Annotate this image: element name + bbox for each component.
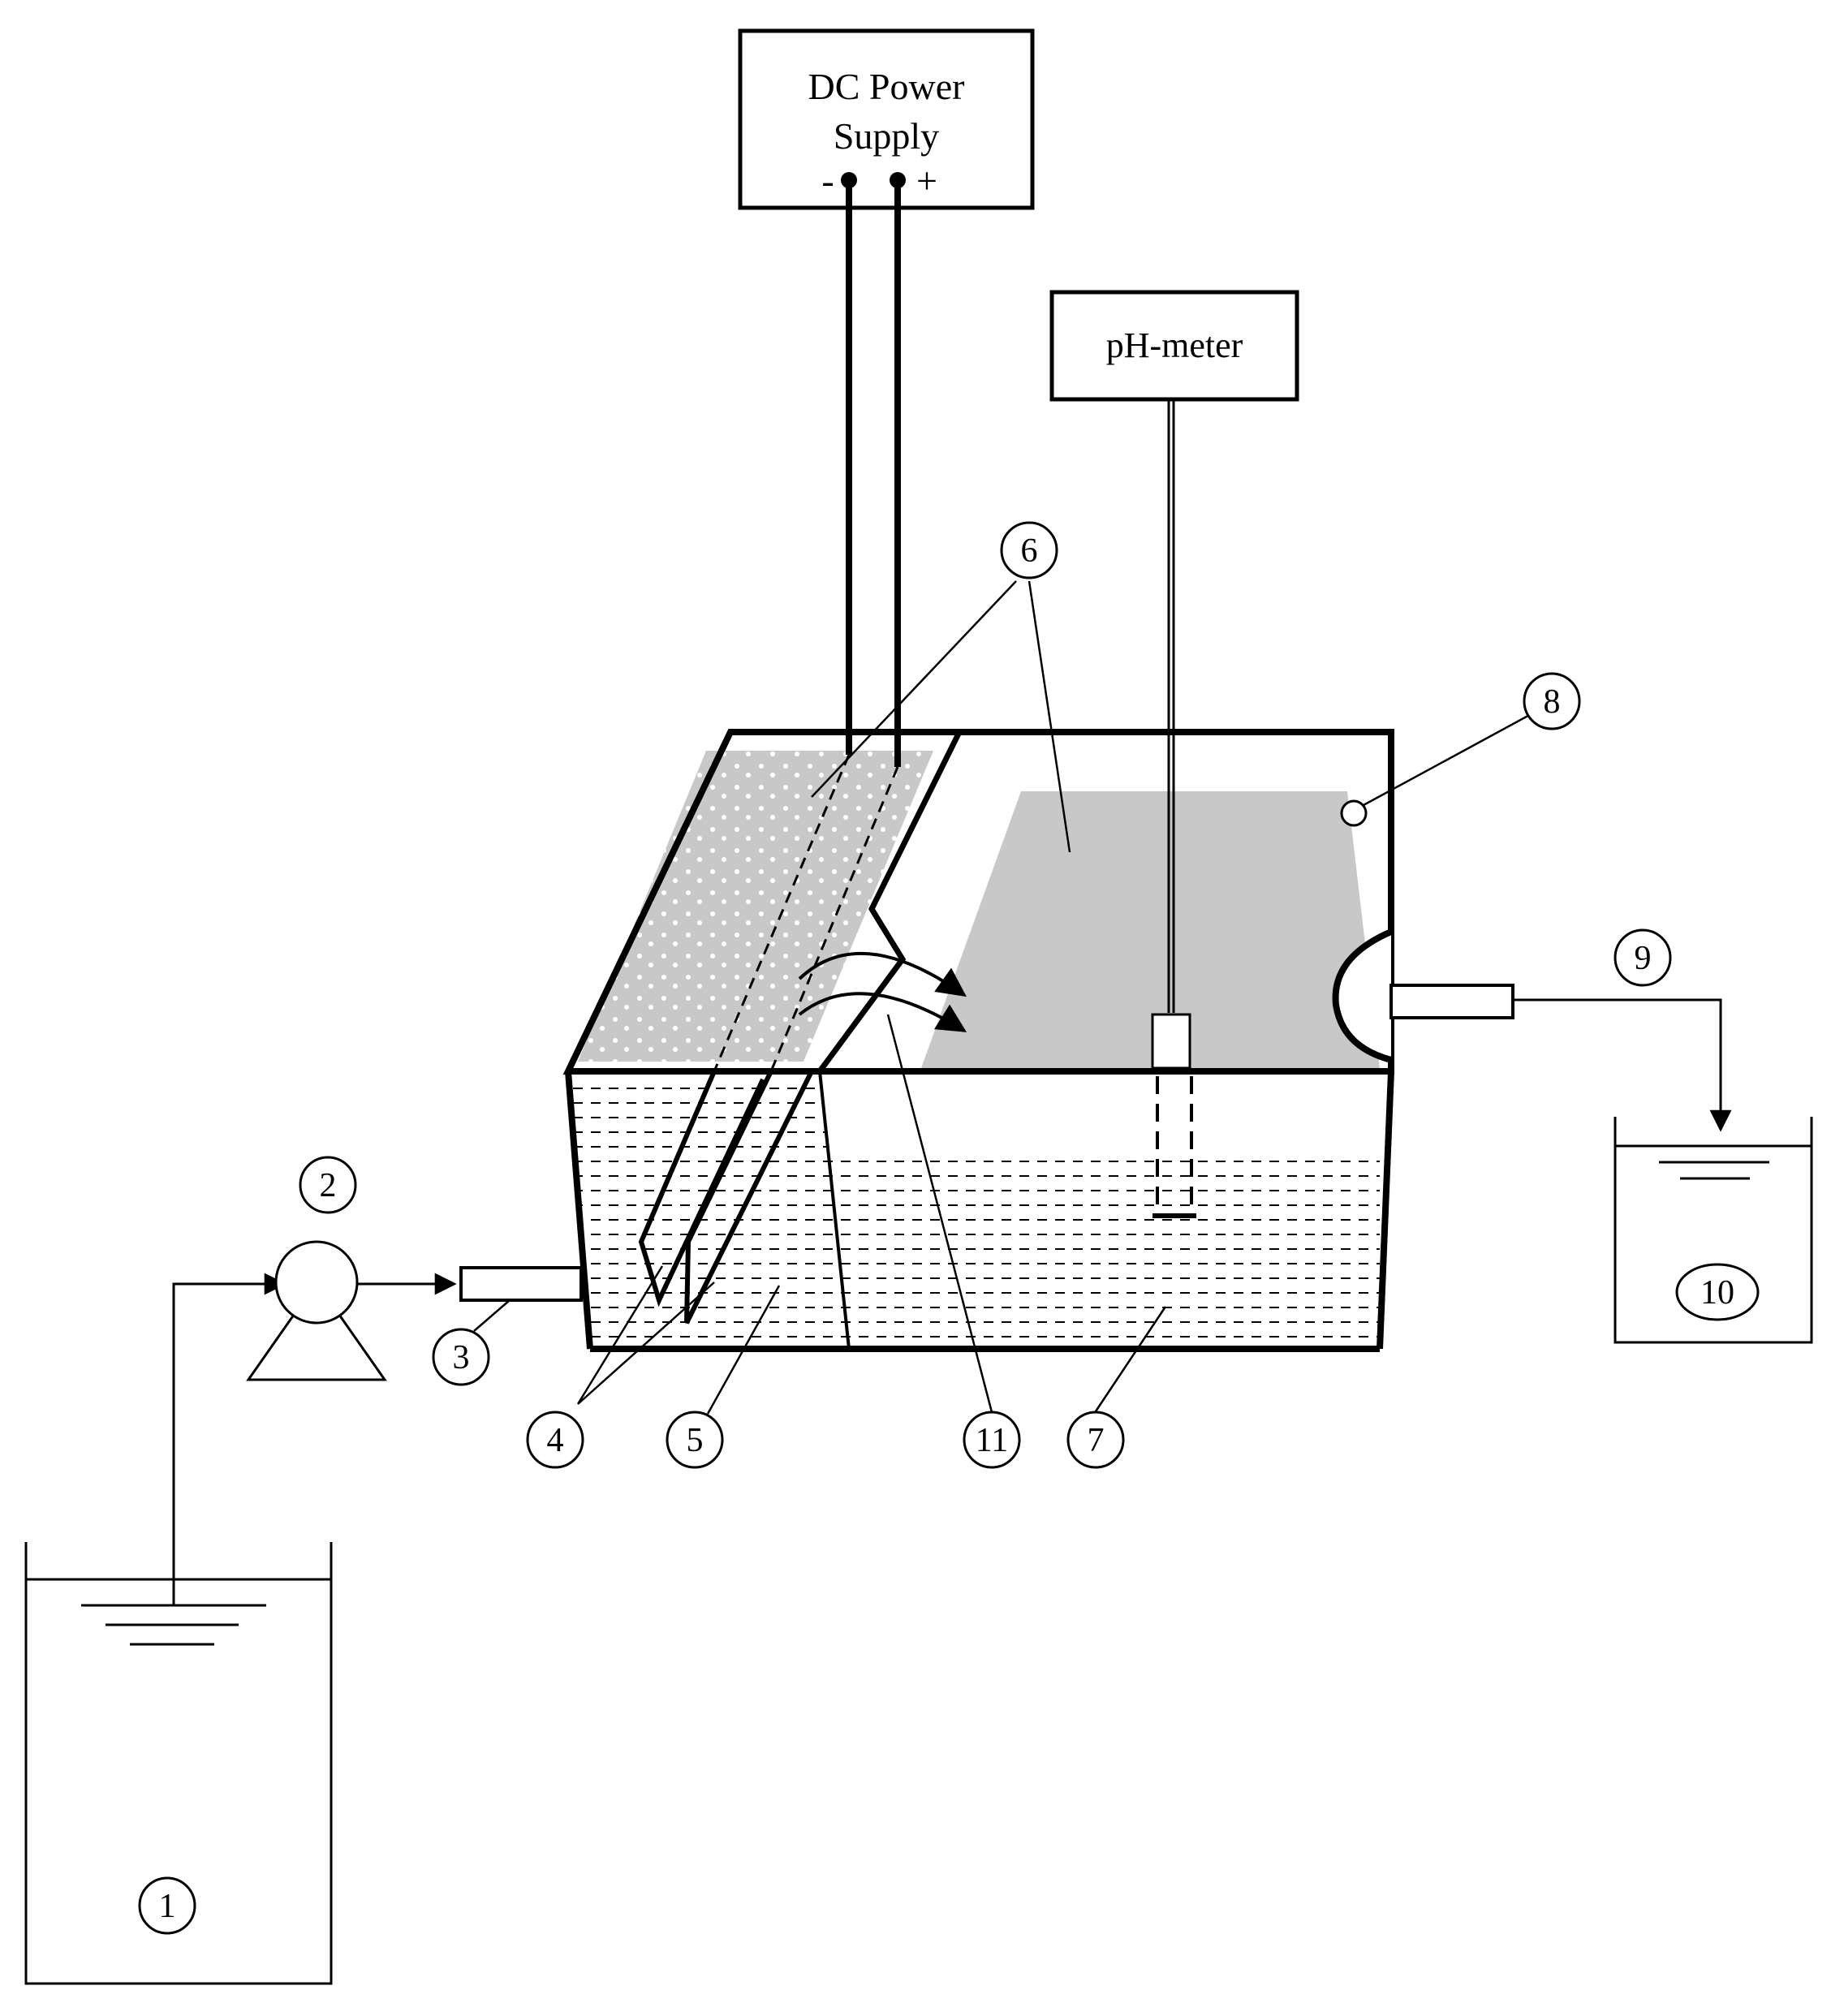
flow-arrow-upper	[798, 951, 967, 997]
callout-6: 6	[1000, 521, 1058, 579]
bubble-surface	[578, 751, 933, 1062]
svg-text:7: 7	[1088, 1422, 1105, 1459]
ph-probe	[1151, 399, 1196, 1218]
svg-text:10: 10	[1700, 1274, 1734, 1312]
callout-9: 9	[1614, 928, 1672, 987]
ph-meter-label: pH-meter	[1106, 325, 1243, 365]
negative-terminal-label: -	[821, 160, 834, 201]
svg-text:8: 8	[1544, 683, 1561, 721]
power-supply-label-line1: DC Power	[808, 66, 965, 107]
sampling-port-icon	[1340, 799, 1368, 827]
svg-text:9: 9	[1635, 940, 1652, 977]
svg-text:6: 6	[1021, 532, 1038, 570]
reactor-tank	[562, 729, 1394, 1352]
callouts: 1 2 3 4 5 6 7 8	[138, 521, 1760, 1935]
svg-text:3: 3	[453, 1339, 470, 1376]
callout-3: 3	[432, 1328, 490, 1386]
ph-meter: pH-meter	[1049, 290, 1299, 402]
effluent-line	[1513, 998, 1732, 1132]
effluent-outlet-opening	[1332, 928, 1393, 1063]
electrocoagulation-compartment-water	[572, 1071, 849, 1342]
svg-text:2: 2	[320, 1167, 337, 1204]
leader-lines	[473, 580, 1535, 1415]
callout-4: 4	[526, 1411, 584, 1469]
svg-text:4: 4	[547, 1422, 564, 1459]
flotation-compartment-water	[828, 1161, 1380, 1342]
flow-arrow-lower	[798, 992, 967, 1032]
svg-text:5: 5	[687, 1422, 704, 1459]
dc-power-supply: DC Power Supply - +	[738, 28, 1035, 210]
callout-2: 2	[299, 1156, 357, 1214]
power-supply-label-line2: Supply	[834, 115, 939, 157]
callout-10: 10	[1675, 1263, 1760, 1321]
inlet-pipe	[459, 1266, 583, 1302]
callout-8: 8	[1523, 672, 1581, 730]
electrode-2	[684, 1070, 814, 1325]
callout-11: 11	[963, 1411, 1021, 1469]
floated-sludge-layer	[921, 791, 1380, 1068]
svg-text:1: 1	[159, 1888, 176, 1925]
effluent-tank	[1614, 1117, 1813, 1344]
callout-5: 5	[666, 1411, 724, 1469]
callout-7: 7	[1066, 1411, 1125, 1469]
positive-terminal-label: +	[916, 160, 937, 201]
callout-1: 1	[138, 1876, 196, 1935]
feed-line	[172, 1273, 287, 1605]
outlet-pipe	[1389, 984, 1514, 1019]
pump	[246, 1240, 387, 1381]
svg-text:11: 11	[976, 1422, 1008, 1459]
